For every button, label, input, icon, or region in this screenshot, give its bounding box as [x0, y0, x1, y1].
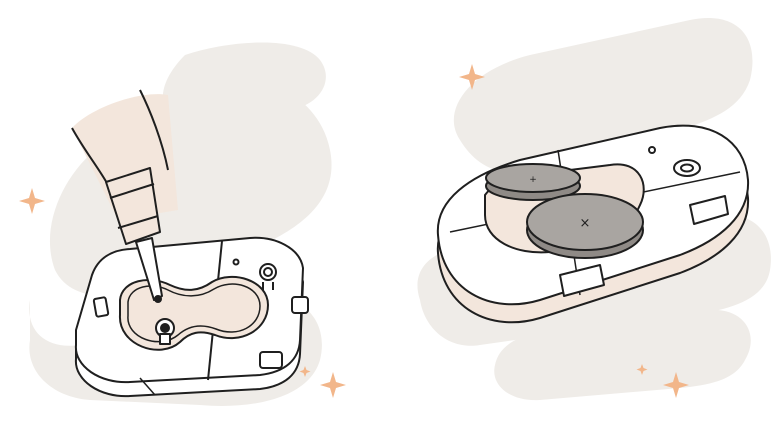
battery-illustration: + × [390, 0, 777, 432]
device-back-cover [76, 238, 308, 396]
unscrew-illustration [0, 0, 390, 432]
step-panel-batteries: + × [390, 0, 777, 432]
step-panel-unscrew [0, 0, 390, 432]
sparkle-icon [320, 372, 346, 398]
sparkle-icon [19, 188, 45, 214]
battery-polarity-mark: × [580, 216, 591, 231]
coin-battery-icon: × [527, 194, 643, 258]
battery-polarity-mark: + [529, 175, 537, 185]
